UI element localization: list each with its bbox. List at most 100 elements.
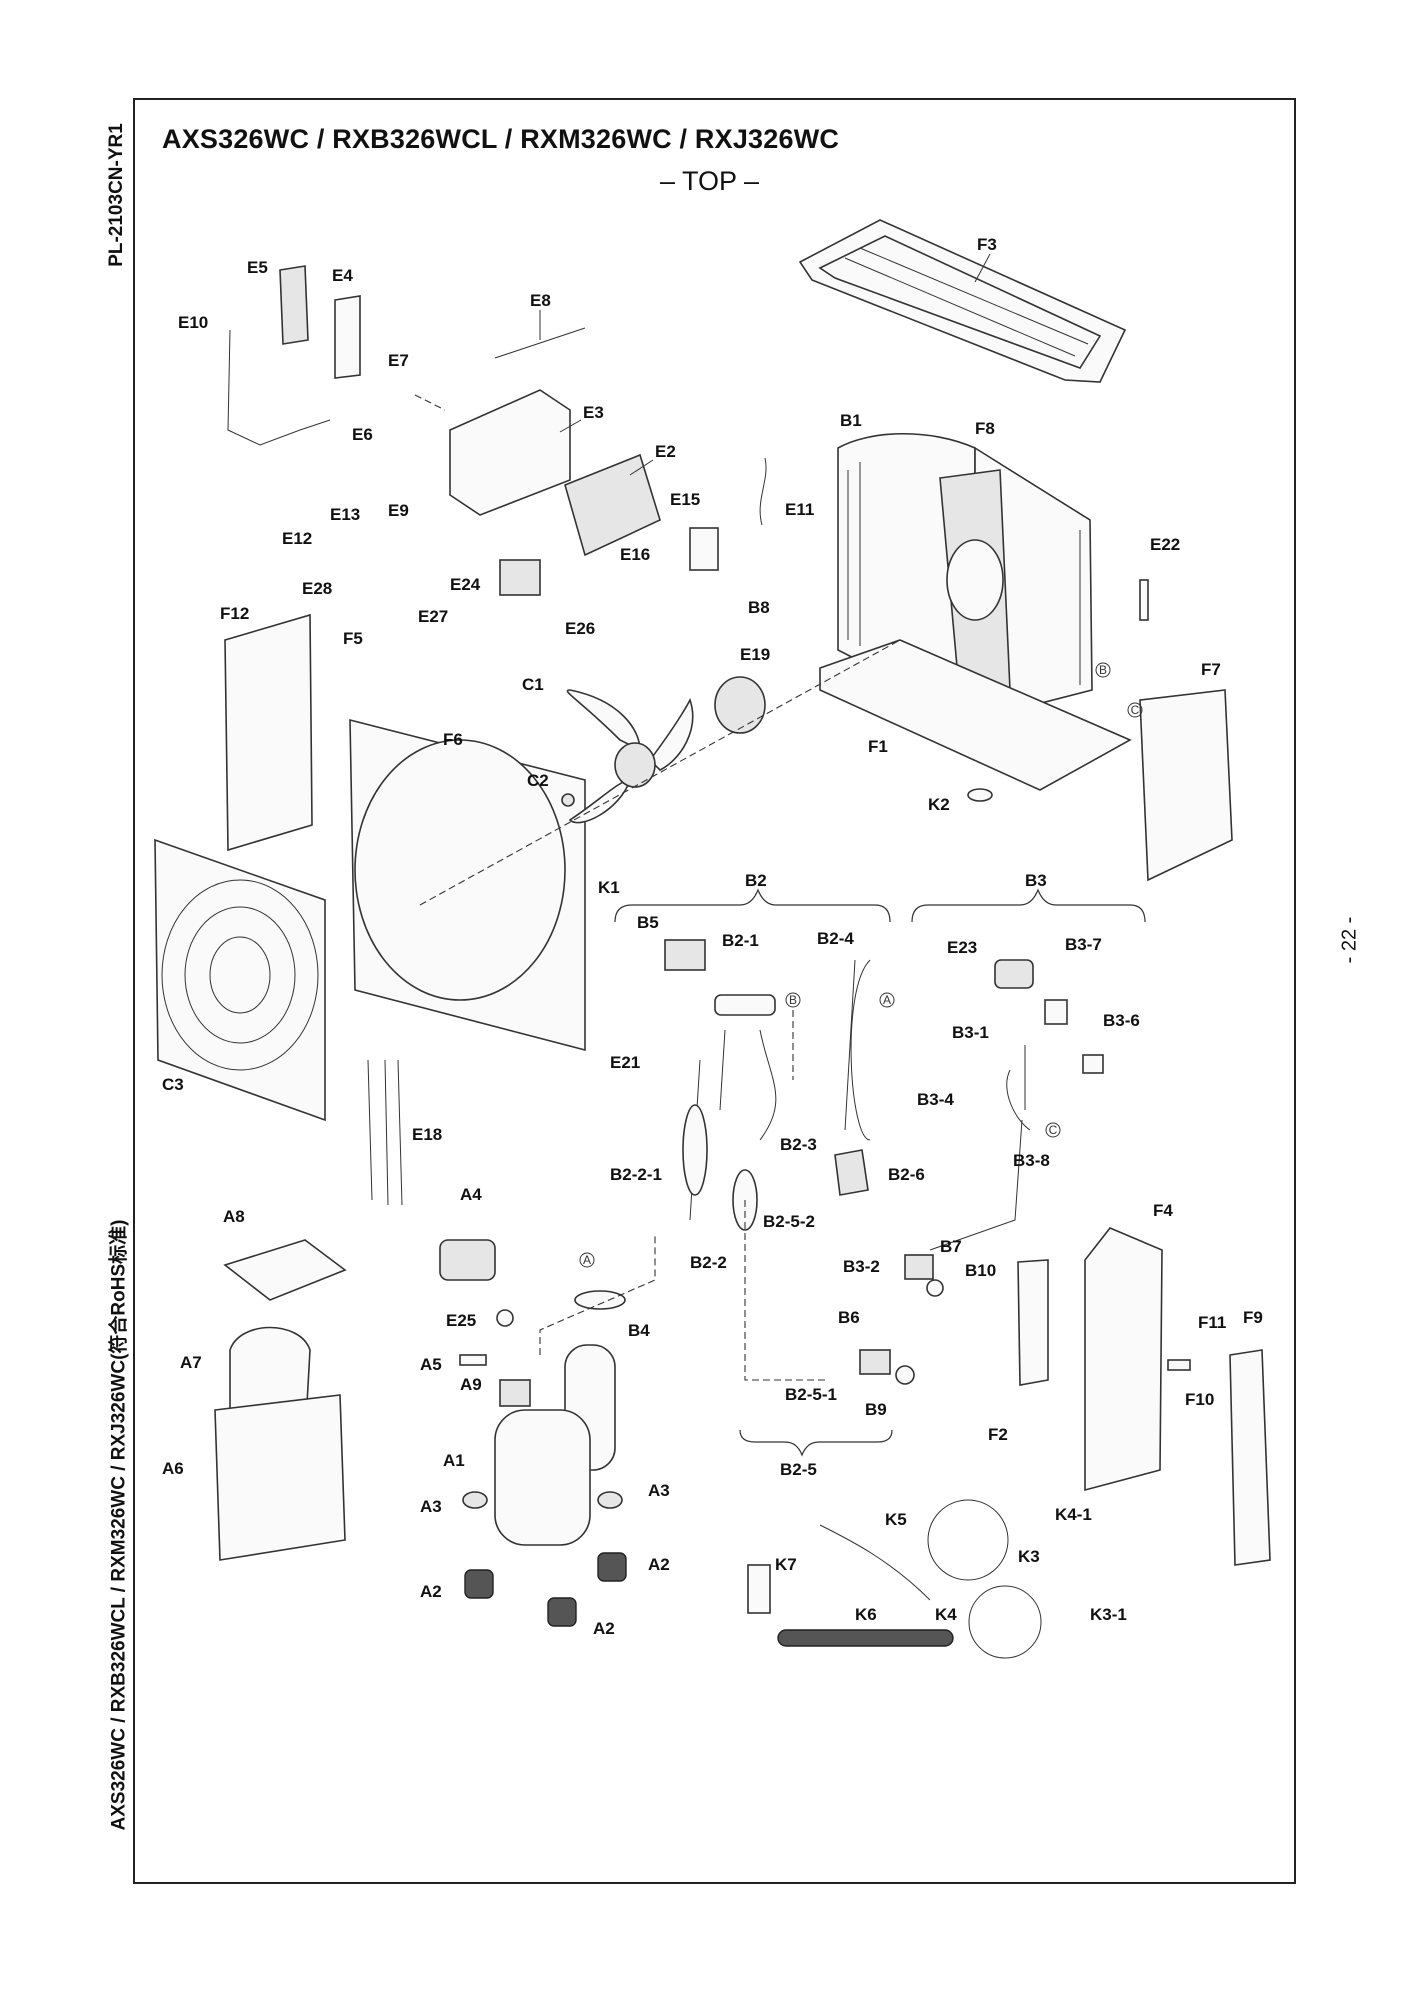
connection-mark-a-upper: A — [879, 992, 895, 1008]
part-a2-rubber-left — [464, 1569, 494, 1599]
callout-e12: E12 — [282, 529, 312, 548]
part-c1-propeller-fan — [566, 689, 694, 824]
part-b3-1-expansion-valve — [1006, 1045, 1031, 1131]
part-a2-rubber-right — [597, 1552, 627, 1582]
callout-k2: K2 — [928, 795, 950, 814]
callout-b2-4: B2-4 — [817, 929, 854, 948]
callout-a8: A8 — [223, 1207, 245, 1226]
part-a9-cover — [499, 1379, 531, 1407]
callout-e3: E3 — [583, 403, 604, 422]
part-f8-partition — [939, 469, 1011, 701]
brace-b3 — [911, 888, 1146, 923]
part-f9-stop-valve-cover — [1229, 1349, 1271, 1566]
part-b6-stop-valve — [859, 1349, 891, 1375]
callout-e4: E4 — [332, 266, 353, 285]
callout-f4: F4 — [1153, 1201, 1173, 1220]
callout-f6: F6 — [443, 730, 463, 749]
part-e18-harness — [367, 1059, 403, 1206]
callout-a1: A1 — [443, 1451, 465, 1470]
part-k5-wire — [819, 1524, 931, 1601]
part-e24-reactor — [499, 559, 541, 596]
callout-b2: B2 — [745, 871, 767, 890]
callout-b2-2-1: B2-2-1 — [610, 1165, 662, 1184]
callout-e25: E25 — [446, 1311, 476, 1330]
part-f2-support — [1017, 1259, 1049, 1386]
callout-c3: C3 — [162, 1075, 184, 1094]
svg-text:A: A — [883, 993, 891, 1007]
part-f3-top-panel — [798, 219, 1127, 383]
callouts: F3 E5 E4 E8 E10 E7 E3 E6 B1 F8 E2 E15 E1… — [162, 235, 1263, 1638]
callout-b7: B7 — [940, 1237, 962, 1256]
connection-mark-b-lower: B — [1095, 662, 1111, 678]
callout-f11: F11 — [1198, 1313, 1226, 1332]
callout-e26: E26 — [565, 619, 595, 638]
callout-f12: F12 — [220, 604, 249, 623]
callout-k4-1: K4-1 — [1055, 1505, 1092, 1524]
part-a5-bracket — [459, 1354, 487, 1366]
callout-e2: E2 — [655, 442, 676, 461]
part-e5-terminal-cover — [279, 265, 309, 345]
callout-b2-2: B2-2 — [690, 1253, 727, 1272]
callout-e21: E21 — [610, 1053, 640, 1072]
callout-f3: F3 — [977, 235, 997, 254]
part-f1-base-plate — [819, 639, 1132, 791]
part-a3-cushion-right — [597, 1491, 623, 1509]
part-f10-f11-clips — [1167, 1359, 1191, 1371]
part-k2-foot — [967, 788, 993, 802]
callout-b3-8: B3-8 — [1013, 1151, 1050, 1170]
part-c2-nut — [561, 793, 575, 807]
part-e3-switch-box — [449, 389, 571, 516]
page-title: AXS326WC / RXB326WCL / RXM326WC / RXJ326… — [162, 124, 840, 154]
part-c3-fan-guard — [154, 838, 326, 1122]
part-b9-cap — [895, 1365, 915, 1385]
part-k6-insulation — [777, 1629, 954, 1647]
callout-c1: C1 — [522, 675, 544, 694]
callout-a6: A6 — [162, 1459, 184, 1478]
part-e25-grommet — [496, 1309, 514, 1327]
callout-e15: E15 — [670, 490, 700, 509]
callout-f9: F9 — [1243, 1308, 1263, 1327]
callout-b2-5-2: B2-5-2 — [763, 1212, 815, 1231]
assembly-line-compressor — [539, 1235, 656, 1355]
svg-text:C: C — [1049, 1123, 1058, 1137]
part-a2-rubber-bottom — [547, 1597, 577, 1627]
callout-b2-1: B2-1 — [722, 931, 759, 950]
callout-e19: E19 — [740, 645, 770, 664]
callout-e7: E7 — [388, 351, 409, 370]
callout-k7: K7 — [775, 1555, 797, 1574]
callout-e22: E22 — [1150, 535, 1180, 554]
part-e2-pcb — [564, 453, 661, 557]
part-e4-bracket — [334, 295, 361, 379]
callout-e24: E24 — [450, 575, 481, 594]
callout-k5: K5 — [885, 1510, 907, 1529]
callout-e13: E13 — [330, 505, 360, 524]
part-e19-fan-motor — [714, 676, 766, 734]
part-b5-coil — [664, 939, 706, 971]
svg-text:A: A — [583, 1253, 591, 1267]
part-b2-4-pipe — [850, 959, 871, 1141]
connection-mark-a-lower: A — [579, 1252, 595, 1268]
callout-a4: A4 — [460, 1185, 482, 1204]
callout-a3-left: A3 — [420, 1497, 442, 1516]
part-a6-sound-blanket — [214, 1394, 346, 1561]
callout-b5: B5 — [637, 913, 659, 932]
part-k4-hose — [927, 1499, 1009, 1581]
part-k3-hose — [968, 1585, 1042, 1659]
brace-b2 — [614, 888, 891, 923]
part-b2-6-damper — [834, 1149, 869, 1196]
part-f6-front-panel — [349, 718, 586, 1052]
part-a3-cushion-left — [462, 1491, 488, 1509]
callout-e9: E9 — [388, 501, 409, 520]
svg-text:C: C — [1131, 703, 1140, 717]
callout-e18: E18 — [412, 1125, 442, 1144]
callout-e5: E5 — [247, 258, 268, 277]
callout-f1: F1 — [868, 737, 888, 756]
assembly-line-ebox — [414, 394, 446, 411]
part-b4-gasket — [574, 1290, 626, 1310]
callout-k1: K1 — [598, 878, 620, 897]
callout-k4: K4 — [935, 1605, 957, 1624]
callout-e6: E6 — [352, 425, 373, 444]
connection-mark-c-lower: C — [1045, 1122, 1061, 1138]
callout-a2-right: A2 — [648, 1555, 670, 1574]
